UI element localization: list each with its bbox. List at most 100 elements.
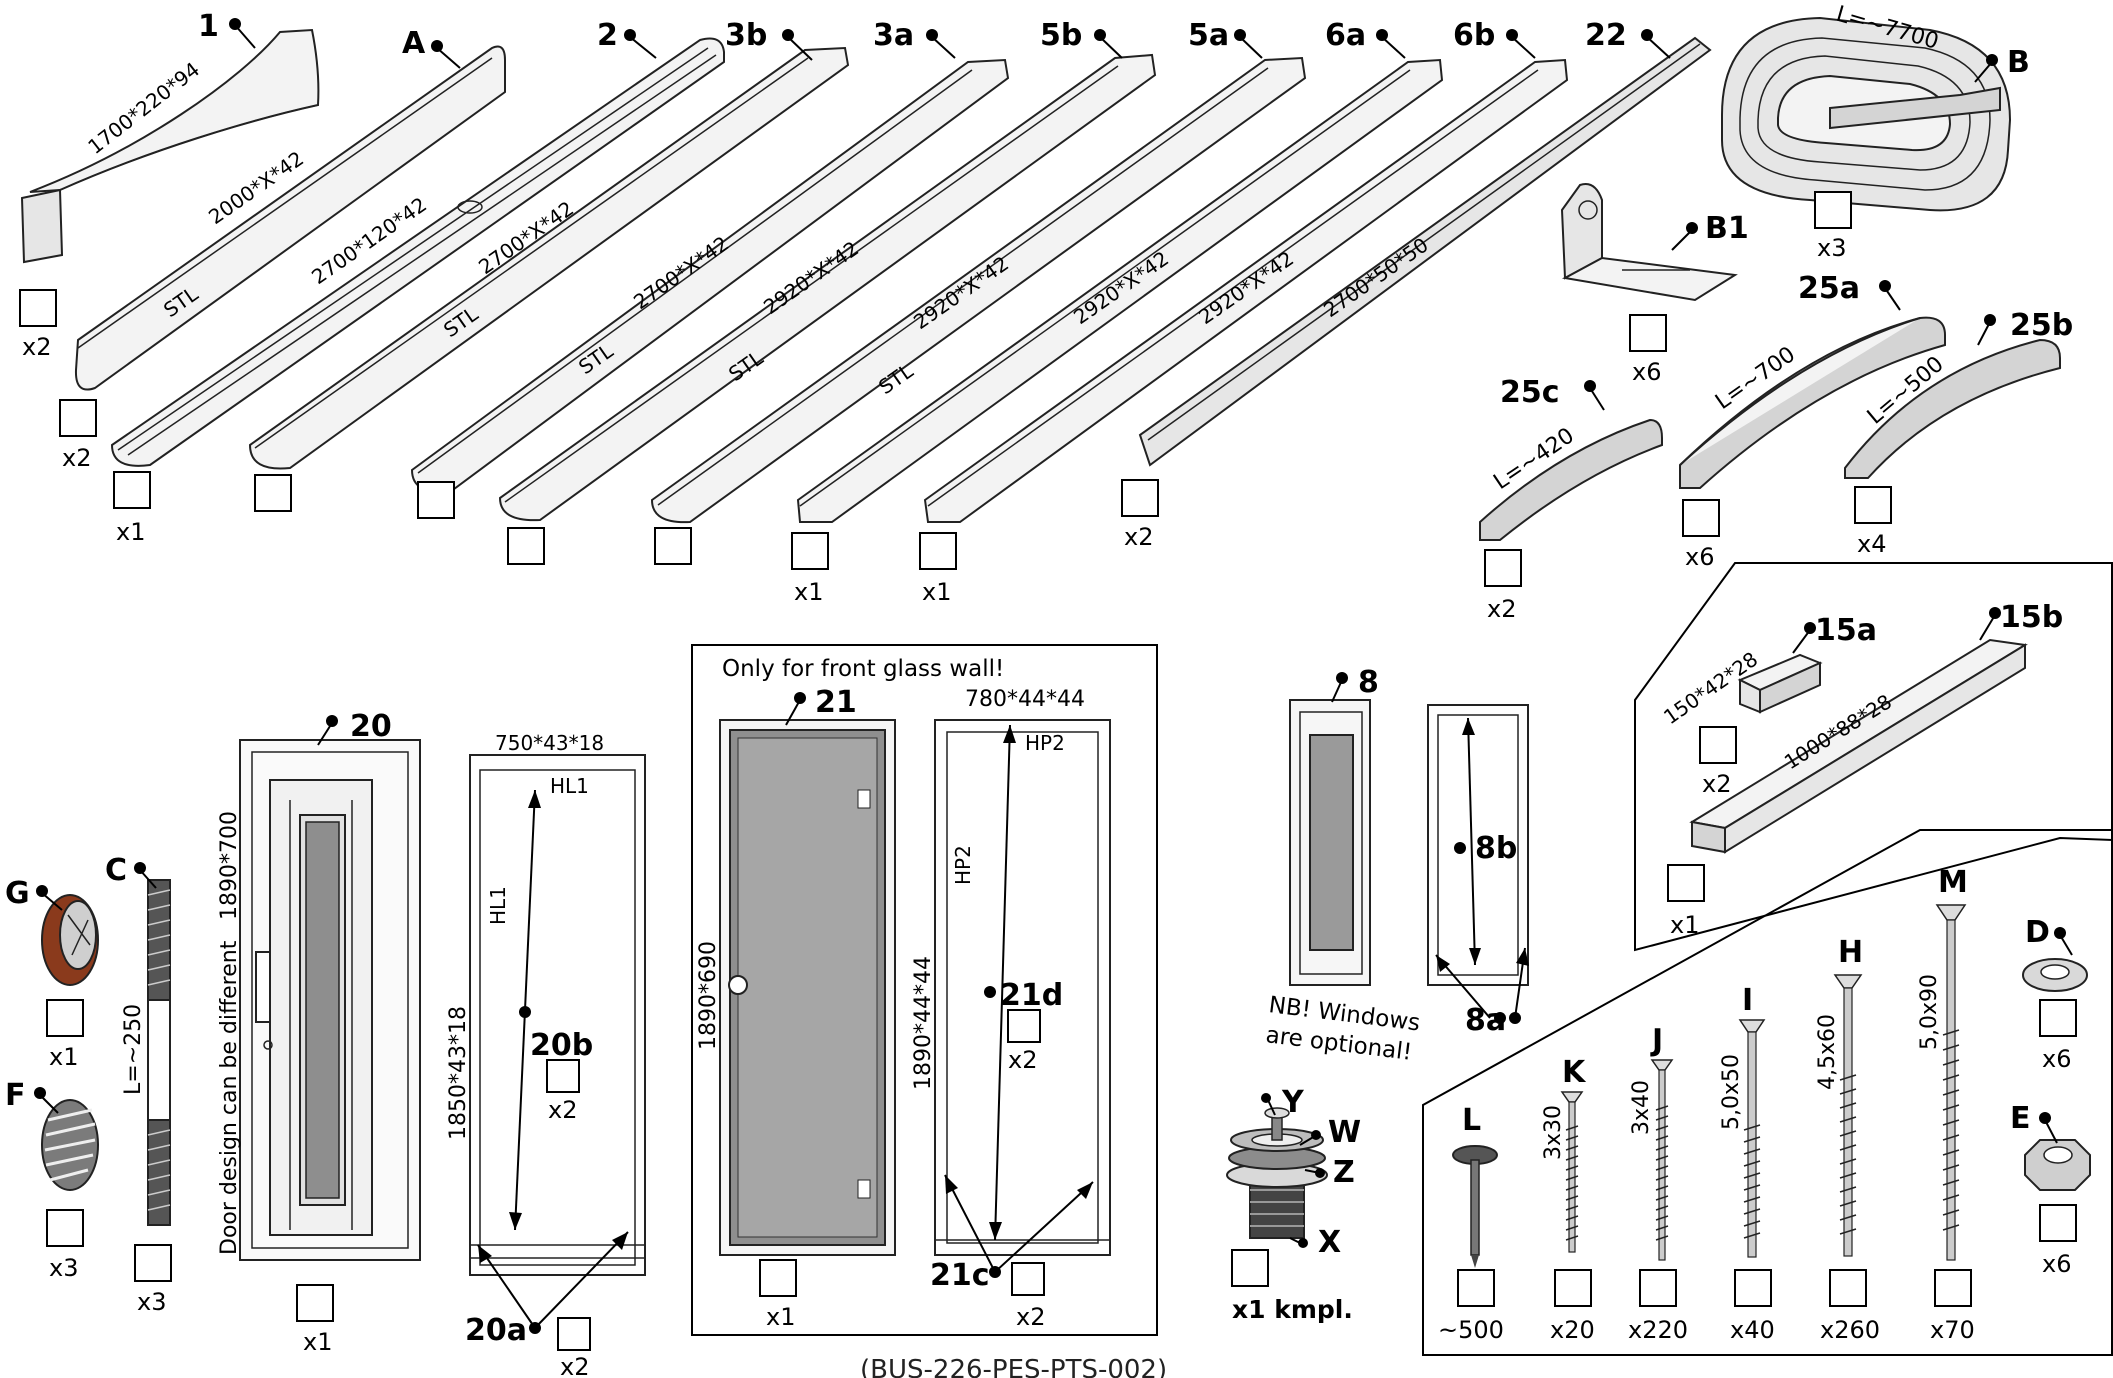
part-5b-checkbox[interactable]: [507, 527, 545, 565]
part-3a-label: 3a: [873, 18, 914, 53]
part-20a-checkbox[interactable]: [557, 1317, 591, 1351]
part-20-checkbox[interactable]: [296, 1284, 334, 1322]
fastener-H: H 4,5x60 x260: [1815, 935, 1880, 1344]
fastener-J: J 3x40 x220: [1628, 1023, 1688, 1344]
part-25c-qty: x2: [1487, 595, 1516, 623]
part-22-checkbox[interactable]: [1121, 479, 1159, 517]
part-D-qty: x6: [2042, 1045, 2071, 1073]
part-D-label: D: [2025, 915, 2050, 950]
fastener-J-label: J: [1650, 1023, 1663, 1058]
part-20-frame-side-dims: 1850*43*18: [446, 1006, 471, 1140]
part-21d-checkbox[interactable]: [1007, 1009, 1041, 1043]
fastener-K-size: 3x30: [1541, 1105, 1566, 1160]
part-21-frame-side-mark: HP2: [951, 845, 975, 885]
part-1-label: 1: [198, 9, 219, 44]
part-21c-checkbox[interactable]: [1011, 1262, 1045, 1296]
part-20-dims: 1890*700: [217, 811, 242, 920]
part-20a-label: 20a: [465, 1313, 527, 1348]
part-6a-qty: x1: [794, 578, 823, 606]
part-5a: 2920*X*42 STL 5a: [650, 18, 1307, 565]
part-20-frame-side-mark: HL1: [486, 886, 510, 925]
part-25c: L=~420 25c x2: [1479, 375, 1663, 623]
part-8: 8: [1289, 665, 1379, 986]
fastener-M-size: 5,0x90: [1917, 974, 1942, 1050]
part-22-label: 22: [1585, 18, 1627, 53]
part-20-label: 20: [350, 709, 392, 744]
part-15a-label: 15a: [1815, 613, 1877, 648]
fastener-H-qty: x260: [1820, 1316, 1880, 1344]
part-3a-checkbox[interactable]: [417, 481, 455, 519]
part-G-checkbox[interactable]: [46, 999, 84, 1037]
part-1-qty: x2: [22, 333, 51, 361]
part-C-checkbox[interactable]: [134, 1244, 172, 1282]
part-20b-label: 20b: [530, 1028, 593, 1063]
drain-checkbox[interactable]: [1231, 1249, 1269, 1287]
front-glass-note: Only for front glass wall!: [722, 656, 1004, 682]
fastener-L-checkbox[interactable]: [1457, 1269, 1495, 1307]
part-21-checkbox[interactable]: [759, 1259, 797, 1297]
part-21-label: 21: [815, 685, 857, 720]
fastener-K: K 3x30 x20: [1541, 1055, 1595, 1344]
part-20-frame: 750*43*18 HL1 HL1 1850*43*18 20b x2 20a …: [446, 731, 646, 1378]
part-6b-checkbox[interactable]: [919, 532, 957, 570]
part-20b-qty: x2: [548, 1096, 577, 1124]
part-D-checkbox[interactable]: [2039, 999, 2077, 1037]
part-E: E x6: [2010, 1101, 2091, 1278]
part-21-frame-side-dims: 1890*44*44: [911, 956, 936, 1090]
part-21: 1890*690 21 x1: [696, 685, 896, 1331]
part-8-frame: 8b 8a: [1427, 704, 1529, 1038]
part-25c-checkbox[interactable]: [1484, 549, 1522, 587]
part-B1-label: B1: [1705, 211, 1749, 246]
part-21-dims: 1890*690: [696, 941, 721, 1050]
part-21c-qty: x2: [1016, 1303, 1045, 1331]
part-21d-label: 21d: [1000, 978, 1063, 1013]
part-1-checkbox[interactable]: [19, 289, 57, 327]
fastener-M-checkbox[interactable]: [1934, 1269, 1972, 1307]
part-2-checkbox[interactable]: [113, 471, 151, 509]
fastener-K-qty: x20: [1550, 1316, 1595, 1344]
fastener-I-qty: x40: [1730, 1316, 1775, 1344]
part-B1-checkbox[interactable]: [1629, 314, 1667, 352]
part-2-qty: x1: [116, 518, 145, 546]
fastener-H-checkbox[interactable]: [1829, 1269, 1867, 1307]
fastener-I-size: 5,0x50: [1719, 1054, 1744, 1130]
fastener-L-label: L: [1462, 1103, 1481, 1138]
part-20b-checkbox[interactable]: [546, 1059, 580, 1093]
part-A-checkbox[interactable]: [59, 399, 97, 437]
part-20-qty: x1: [303, 1328, 332, 1356]
part-F-checkbox[interactable]: [46, 1209, 84, 1247]
part-25b-checkbox[interactable]: [1854, 486, 1892, 524]
part-21-frame: 780*44*44 HP2 HP2 1890*44*44 21d x2 21c …: [911, 687, 1111, 1331]
part-6a-checkbox[interactable]: [791, 532, 829, 570]
part-5a-checkbox[interactable]: [654, 527, 692, 565]
part-6a-label: 6a: [1325, 18, 1366, 53]
fastener-J-checkbox[interactable]: [1639, 1269, 1677, 1307]
part-3b-checkbox[interactable]: [254, 474, 292, 512]
part-D: D x6: [2022, 915, 2088, 1073]
part-E-label: E: [2010, 1101, 2031, 1136]
part-25c-label: 25c: [1500, 375, 1560, 410]
part-21-frame-top-mark: HP2: [1025, 731, 1065, 755]
part-25a-checkbox[interactable]: [1682, 499, 1720, 537]
fastener-K-checkbox[interactable]: [1554, 1269, 1592, 1307]
fastener-J-qty: x220: [1628, 1316, 1688, 1344]
drain-assembly: Y W Z X x1 kmpl.: [1226, 1085, 1361, 1324]
fastener-K-label: K: [1562, 1055, 1587, 1090]
part-15a-checkbox[interactable]: [1699, 726, 1737, 764]
part-8-label: 8: [1358, 665, 1379, 700]
part-B-label: B: [2007, 45, 2030, 80]
part-6b-label: 6b: [1453, 18, 1495, 53]
part-15b: 1000*88*28 15b x1: [1667, 600, 2063, 939]
part-B-checkbox[interactable]: [1814, 191, 1852, 229]
part-22-qty: x2: [1124, 523, 1153, 551]
front-glass-wall-panel: Only for front glass wall! 1890*690 21 x…: [691, 644, 1158, 1336]
part-15b-checkbox[interactable]: [1667, 864, 1705, 902]
part-C-dims: L=~250: [121, 1004, 146, 1095]
part-E-checkbox[interactable]: [2039, 1204, 2077, 1242]
fastener-H-label: H: [1838, 935, 1863, 970]
fastener-M-qty: x70: [1930, 1316, 1975, 1344]
part-B: L=~7700 B x3: [1721, 2, 2030, 262]
drain-qty: x1 kmpl.: [1232, 1295, 1353, 1324]
fastener-I-checkbox[interactable]: [1734, 1269, 1772, 1307]
